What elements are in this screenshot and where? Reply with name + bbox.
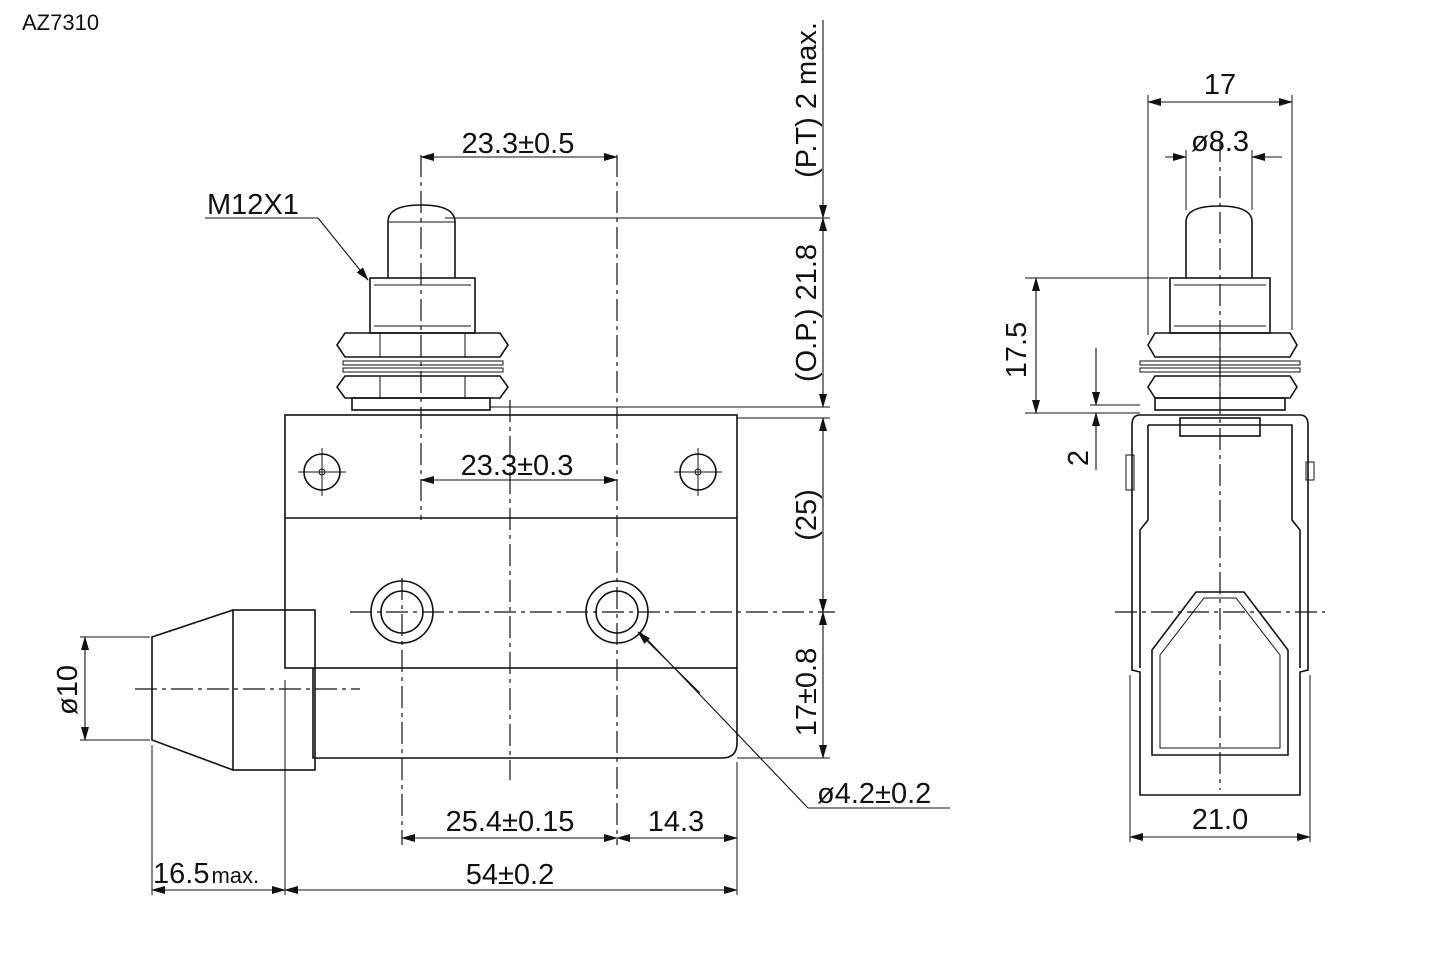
body-width-label: 21.0 <box>1192 804 1248 836</box>
nut-width-label: 17 <box>1204 69 1236 101</box>
hole-height-label: 17±0.8 <box>791 648 823 737</box>
cable-diameter-label: ø10 <box>52 665 84 715</box>
hole-diameter-label: ø4.2±0.2 <box>817 778 931 810</box>
side-view <box>1025 95 1325 842</box>
plunger-diameter-label: ø8.3 <box>1191 126 1249 158</box>
thread-height-label: 17.5 <box>1001 322 1033 378</box>
body-length-label: 54±0.2 <box>466 859 555 891</box>
plunger-offset-mid-label: 23.3±0.3 <box>461 450 574 482</box>
front-view <box>80 20 950 895</box>
gland-length-label: 16.5max. <box>153 858 259 890</box>
part-number: AZ7310 <box>22 10 99 35</box>
hole-edge-label: 14.3 <box>648 806 704 838</box>
hole-pitch-label: 25.4±0.15 <box>446 806 575 838</box>
body-height-label: (25) <box>791 489 823 541</box>
thread-label: M12X1 <box>207 189 299 221</box>
pretravel-label: (P.T) 2 max. <box>791 22 823 178</box>
washer-gap-label: 2 <box>1063 450 1095 466</box>
plunger-offset-top-label: 23.3±0.5 <box>462 128 575 160</box>
operating-position-label: (O.P.) 21.8 <box>791 244 823 382</box>
